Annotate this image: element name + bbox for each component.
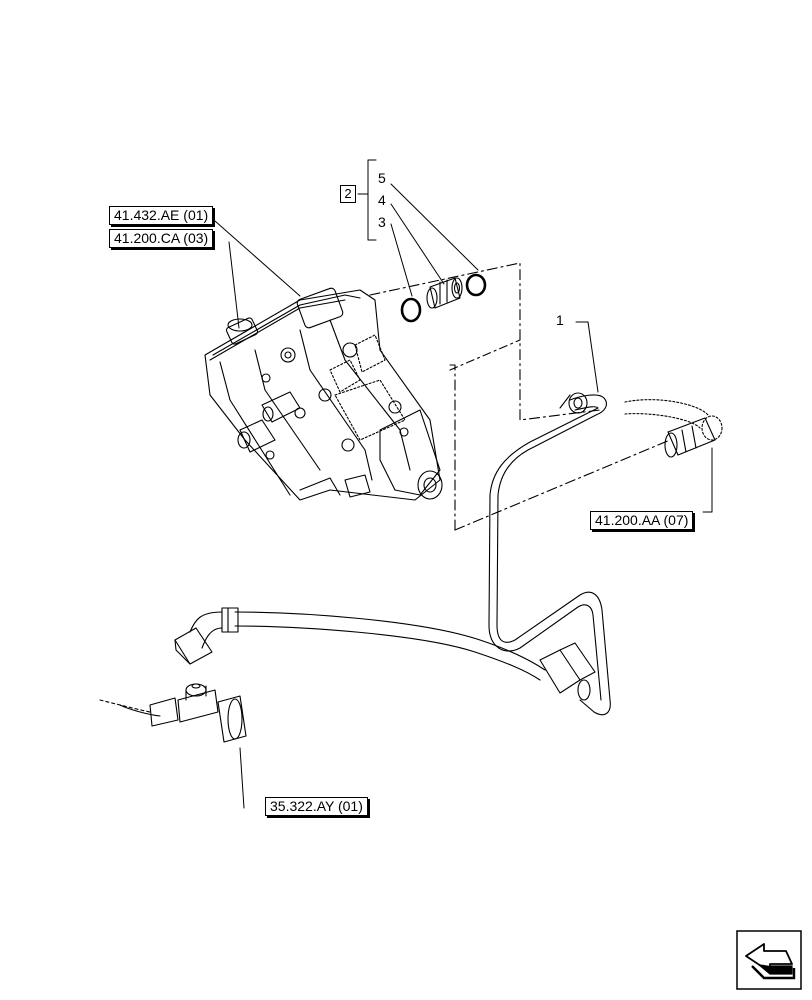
group-callout-box: 2 bbox=[340, 185, 356, 203]
callout-1: 1 bbox=[556, 312, 564, 328]
callout-4: 4 bbox=[378, 192, 386, 208]
next-page-arrow-icon bbox=[736, 930, 802, 990]
leader-lines bbox=[214, 159, 713, 809]
next-page-button[interactable] bbox=[736, 930, 802, 990]
seal-kit bbox=[400, 273, 487, 323]
callout-3: 3 bbox=[378, 214, 386, 230]
hydraulic-hose bbox=[174, 607, 546, 681]
ref-box-coupler[interactable]: 41.200.AA (07) bbox=[590, 511, 694, 530]
projection-lines bbox=[369, 262, 671, 531]
ref-box-tee[interactable]: 35.322.AY (01) bbox=[265, 797, 368, 816]
tee-fitting bbox=[99, 683, 247, 743]
callout-5: 5 bbox=[378, 170, 386, 186]
ref-box-valve-section[interactable]: 41.432.AE (01) bbox=[109, 206, 214, 225]
hydraulic-tube bbox=[488, 392, 709, 716]
quick-coupler bbox=[664, 415, 723, 458]
control-valve-assembly bbox=[204, 287, 521, 501]
ref-box-valve-assembly[interactable]: 41.200.CA (03) bbox=[109, 229, 214, 248]
